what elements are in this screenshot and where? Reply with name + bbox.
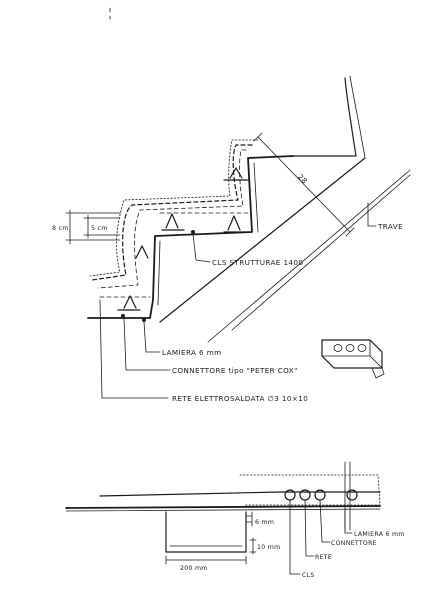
trave-line-1 xyxy=(159,157,366,323)
slab-top xyxy=(99,491,381,497)
connector-5 xyxy=(117,295,141,311)
channel-beam xyxy=(165,511,247,553)
label-trave: TRAVE xyxy=(377,222,403,231)
label-connettore: CONNETTORE tipo "PETER COX" xyxy=(172,366,298,375)
dim-8cm: 8 cm xyxy=(52,225,69,232)
connector-3 xyxy=(223,215,247,233)
rebar-dot xyxy=(142,318,146,322)
dim-6mm: 6 mm xyxy=(255,519,274,526)
dim-200mm: 200 mm xyxy=(180,565,208,572)
top-wall xyxy=(292,77,357,157)
connector-2 xyxy=(161,213,185,231)
detail-label-cls: CLS xyxy=(302,572,315,579)
trave-line-2 xyxy=(207,169,411,343)
connector-sketch xyxy=(321,339,385,379)
label-rete: RETE ELETTROSALDATA ∅3 10×10 xyxy=(172,394,308,403)
lamiera-plate xyxy=(65,505,381,509)
rebar-dot xyxy=(191,230,195,234)
stair-section: 28 8 cm 5 cm TRAVE CLS STRUTTURAE 1400 L… xyxy=(52,75,411,403)
cls-outline xyxy=(91,144,253,281)
label-cls: CLS STRUTTURAE 1400 xyxy=(212,258,303,267)
lamiera-profile xyxy=(87,155,294,319)
connector-1 xyxy=(223,167,249,181)
detail-label-lamiera: LAMIERA 6 mm xyxy=(354,531,405,538)
detail-label-rete: RETE xyxy=(315,554,332,561)
connector-4 xyxy=(135,245,149,259)
floor-detail: 6 mm 10 mm 200 mm LAMIERA 6 mm CONNETTOR… xyxy=(65,461,405,579)
dim-10mm: 10 mm xyxy=(257,544,280,551)
rebar-dot xyxy=(121,314,125,318)
label-lamiera: LAMIERA 6 mm xyxy=(162,348,222,357)
dim-5cm: 5 cm xyxy=(91,225,108,232)
rebar-circle xyxy=(346,489,358,501)
detail-label-connettore: CONNETTORE xyxy=(331,540,377,547)
